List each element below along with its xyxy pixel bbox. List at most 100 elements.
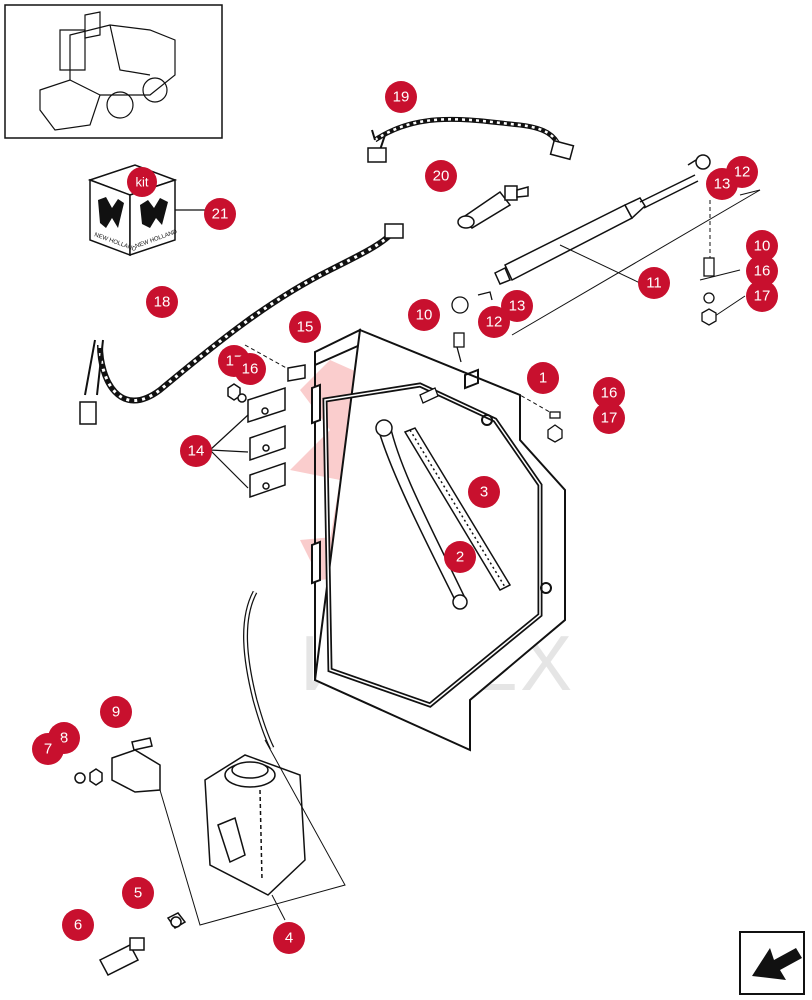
callout-bubble (478, 306, 510, 338)
callout-bubble (234, 353, 266, 385)
reservoir-leaders (159, 739, 346, 926)
callout-number: 10 (754, 238, 771, 255)
callout-number: 3 (480, 484, 488, 501)
callout-number: 17 (601, 410, 618, 427)
callout-number: 6 (74, 917, 82, 934)
callout-number: 7 (44, 741, 52, 758)
callout-c5: 5 (122, 877, 154, 909)
callout-bubble (273, 922, 305, 954)
callout-c16c: 16 (593, 377, 625, 409)
callout-bubble (527, 362, 559, 394)
kit-box: NEW HOLLAND NEW HOLLAND kit (87, 164, 205, 257)
callout-bubble (62, 909, 94, 941)
callout-number: 15 (297, 319, 314, 336)
callout-c17a: 17 (746, 280, 778, 312)
callout-c20: 20 (425, 160, 457, 192)
washer-hose (243, 590, 275, 750)
callout-bubble (100, 696, 132, 728)
wiper-blade-3 (403, 427, 512, 591)
callout-bubble (746, 280, 778, 312)
callout-number: 12 (734, 164, 751, 181)
callout-c15: 15 (289, 311, 321, 343)
callout-bubble (289, 311, 321, 343)
callout-c3: 3 (468, 476, 500, 508)
harness-18 (79, 223, 404, 425)
callout-c7: 7 (32, 733, 64, 765)
callout-bubble (204, 198, 236, 230)
callout-c11: 11 (638, 267, 670, 299)
callout-c21: 21 (204, 198, 236, 230)
callout-number: 19 (393, 89, 410, 106)
callout-c19: 19 (385, 81, 417, 113)
callout-bubble (746, 230, 778, 262)
panel-bolt (419, 387, 439, 404)
callout-c16b: 16 (234, 353, 266, 385)
part-6 (98, 937, 145, 976)
kit-callout (127, 167, 157, 197)
callout-number: 1 (539, 370, 547, 387)
kit-label: kit (136, 175, 149, 190)
callout-bubble (408, 299, 440, 331)
callout-number: 18 (154, 294, 171, 311)
callout-number: 10 (416, 307, 433, 324)
callout-c16a: 16 (746, 255, 778, 287)
hardware-panel-top (451, 291, 563, 443)
callout-c18: 18 (146, 286, 178, 318)
callout-number: 13 (509, 298, 526, 315)
callout-c17c: 17 (593, 402, 625, 434)
callout-number: 16 (242, 361, 259, 378)
callout-number: 16 (601, 385, 618, 402)
callout-c6: 6 (62, 909, 94, 941)
reservoir-4 (204, 754, 306, 896)
part-5 (166, 912, 187, 930)
callout-c10b: 10 (408, 299, 440, 331)
callout-c2: 2 (444, 541, 476, 573)
next-page-arrow-icon[interactable] (739, 931, 805, 995)
callout-bubble (593, 377, 625, 409)
callout-c1: 1 (527, 362, 559, 394)
callout-number: 21 (212, 206, 229, 223)
callout-c4: 4 (273, 922, 305, 954)
callout-number: 17 (754, 288, 771, 305)
callout-bubble (32, 733, 64, 765)
callout-number: 14 (188, 443, 205, 460)
callout-bubble (385, 81, 417, 113)
callout-bubble (468, 476, 500, 508)
callout-number: 13 (714, 176, 731, 193)
machine-thumbnail (4, 4, 223, 139)
callout-bubble (122, 877, 154, 909)
callout-number: 5 (134, 885, 142, 902)
callout-bubble (746, 255, 778, 287)
brackets-14 (227, 364, 306, 499)
callout-c14: 14 (180, 435, 212, 467)
callout-number: 8 (60, 730, 68, 747)
bracket-8 (74, 737, 161, 793)
callout-number: 16 (754, 263, 771, 280)
callout-number: 2 (456, 549, 464, 566)
callout-number: 20 (433, 168, 450, 185)
callout-number: 9 (112, 704, 120, 721)
callout-bubble (593, 402, 625, 434)
part-20-nozzle (457, 185, 529, 229)
callout-bubble (638, 267, 670, 299)
callout-bubble (444, 541, 476, 573)
callout-bubble (501, 290, 533, 322)
callout-bubble (146, 286, 178, 318)
callout-c9: 9 (100, 696, 132, 728)
wiper-arm-2 (375, 419, 468, 610)
callout-bubble (425, 160, 457, 192)
hardware-top-right (701, 257, 717, 326)
callout-c13b: 13 (501, 290, 533, 322)
callout-number: 11 (646, 275, 662, 292)
callout-c12b: 12 (478, 306, 510, 338)
callout-bubble (706, 168, 738, 200)
bracket-leaders (209, 414, 249, 489)
part-11-wiper-motor (494, 154, 711, 285)
callout-number: 4 (285, 930, 293, 947)
callout-c13a: 13 (706, 168, 738, 200)
callout-number: 12 (486, 314, 503, 331)
harness-19 (367, 116, 575, 163)
callout-c10a: 10 (746, 230, 778, 262)
